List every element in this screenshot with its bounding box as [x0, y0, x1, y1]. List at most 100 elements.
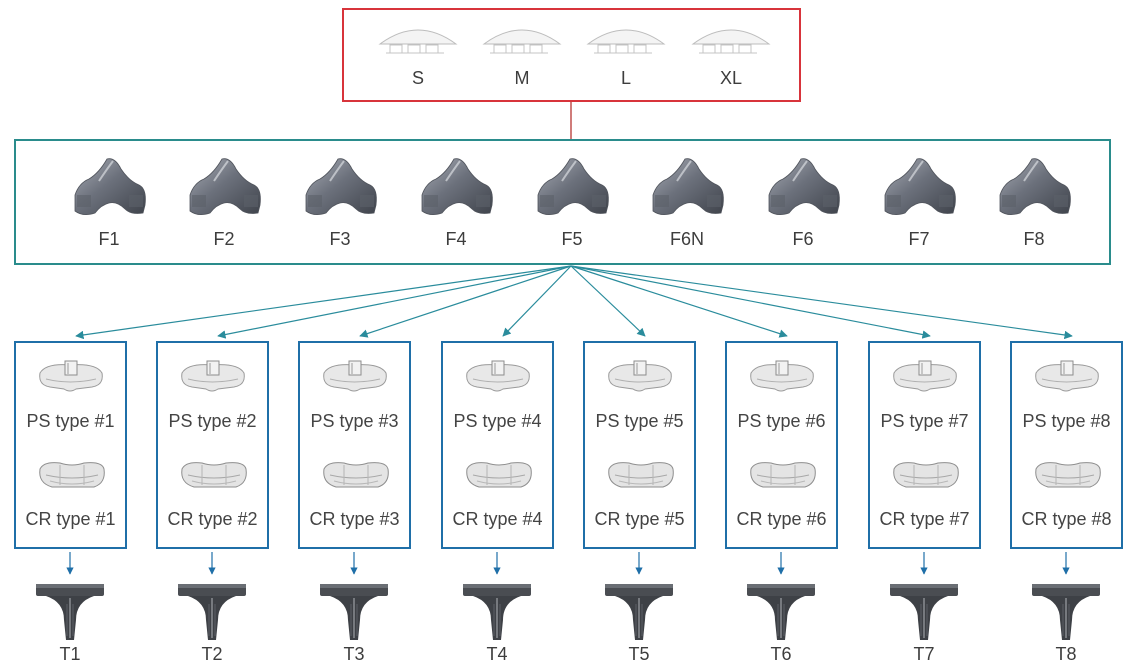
- ps-insert-icon: [1035, 360, 1099, 392]
- tibial-label: T7: [913, 644, 935, 664]
- ps-insert-icon: [466, 360, 530, 392]
- femoral-to-insert-arrow: [570, 265, 788, 338]
- femoral-component-icon: [999, 158, 1071, 215]
- femoral-component-icon: [768, 158, 840, 215]
- femoral-component-f3: F3: [300, 155, 380, 249]
- femoral-to-insert-arrow: [570, 265, 931, 339]
- insert-box-6: PS type #6 CR type #6: [725, 341, 838, 549]
- insert-to-tibial-arrows: [66, 552, 1070, 575]
- patella-size-label: S: [411, 68, 424, 88]
- patella-size-xl: XL: [689, 22, 773, 88]
- femoral-component-f1: F1: [69, 155, 149, 249]
- ps-insert-label: PS type #5: [595, 411, 684, 431]
- cr-insert-icon: [1035, 462, 1101, 488]
- femoral-component-icon: [652, 158, 724, 215]
- femoral-component-icon: [189, 158, 261, 215]
- cr-insert-icon: [39, 462, 105, 488]
- femoral-label: F7: [908, 229, 930, 249]
- tibial-component-icon: [890, 584, 958, 640]
- insert-box-7: PS type #7 CR type #7: [868, 341, 981, 549]
- patella-size-s: S: [376, 22, 460, 88]
- femoral-to-insert-arrows: [75, 265, 1073, 340]
- femoral-label: F4: [445, 229, 467, 249]
- patella-button-icon: [586, 29, 666, 54]
- tibial-component-7: T7: [888, 580, 960, 664]
- patella-size-m: M: [480, 22, 564, 88]
- cr-insert-label: CR type #7: [879, 509, 970, 529]
- tibial-label: T8: [1055, 644, 1077, 664]
- tibial-component-icon: [747, 584, 815, 640]
- cr-insert-icon: [323, 462, 389, 488]
- cr-insert-icon: [181, 462, 247, 488]
- tibial-component-3: T3: [318, 580, 390, 664]
- tibial-label: T5: [628, 644, 650, 664]
- tibial-component-icon: [605, 584, 673, 640]
- insert-box-8: PS type #8 CR type #8: [1010, 341, 1123, 549]
- tibial-component-4: T4: [461, 580, 533, 664]
- tibial-label: T6: [770, 644, 792, 664]
- cr-insert-label: CR type #5: [594, 509, 685, 529]
- insert-box-5: PS type #5 CR type #5: [583, 341, 696, 549]
- ps-insert-icon: [608, 360, 672, 392]
- tibial-component-icon: [463, 584, 531, 640]
- insert-box-2: PS type #2 CR type #2: [156, 341, 269, 549]
- ps-insert-label: PS type #3: [310, 411, 399, 431]
- femoral-label: F2: [213, 229, 235, 249]
- cr-insert-icon: [608, 462, 674, 488]
- ps-insert-icon: [323, 360, 387, 392]
- tibial-component-icon: [178, 584, 246, 640]
- ps-insert-label: PS type #1: [26, 411, 115, 431]
- femoral-label: F8: [1023, 229, 1045, 249]
- femoral-component-f2: F2: [184, 155, 264, 249]
- femoral-component-f4: F4: [416, 155, 496, 249]
- tibial-component-6: T6: [745, 580, 817, 664]
- patella-size-label: L: [620, 68, 631, 88]
- tibial-label: T3: [343, 644, 365, 664]
- insert-box-4: PS type #4 CR type #4: [441, 341, 554, 549]
- tibial-component-icon: [1032, 584, 1100, 640]
- femoral-to-insert-arrow: [217, 265, 572, 339]
- femoral-label: F6: [792, 229, 814, 249]
- cr-insert-label: CR type #4: [452, 509, 543, 529]
- tibial-label: T2: [201, 644, 223, 664]
- cr-insert-icon: [750, 462, 816, 488]
- patella-button-icon: [378, 29, 458, 54]
- tibial-component-8: T8: [1030, 580, 1102, 664]
- femoral-component-f6n: F6N: [647, 155, 727, 249]
- insert-box-3: PS type #3 CR type #3: [298, 341, 411, 549]
- femoral-component-icon: [421, 158, 493, 215]
- tibial-component-1: T1: [34, 580, 106, 664]
- ps-insert-label: PS type #8: [1022, 411, 1111, 431]
- femoral-component-f6: F6: [763, 155, 843, 249]
- cr-insert-label: CR type #3: [309, 509, 400, 529]
- cr-insert-label: CR type #2: [167, 509, 258, 529]
- cr-insert-label: CR type #6: [736, 509, 827, 529]
- patella-component-box: S M L XL: [342, 8, 801, 102]
- femoral-component-icon: [537, 158, 609, 215]
- patella-button-icon: [482, 29, 562, 54]
- insert-box-1: PS type #1 CR type #1: [14, 341, 127, 549]
- femoral-component-icon: [884, 158, 956, 215]
- tibial-component-icon: [36, 584, 104, 640]
- ps-insert-label: PS type #4: [453, 411, 542, 431]
- cr-insert-icon: [466, 462, 532, 488]
- patella-size-label: XL: [719, 68, 743, 88]
- ps-insert-label: PS type #6: [737, 411, 826, 431]
- femoral-label: F1: [98, 229, 120, 249]
- patella-size-label: M: [514, 68, 530, 88]
- femoral-label: F3: [329, 229, 351, 249]
- femoral-to-insert-arrow: [502, 265, 572, 337]
- femoral-to-insert-arrow: [570, 265, 1073, 340]
- femoral-component-f7: F7: [879, 155, 959, 249]
- femoral-label: F6N: [669, 229, 704, 249]
- ps-insert-icon: [39, 360, 103, 392]
- tibial-component-5: T5: [603, 580, 675, 664]
- ps-insert-label: PS type #2: [168, 411, 257, 431]
- femoral-component-box: F1 F2 F3: [14, 139, 1111, 265]
- femoral-component-f5: F5: [532, 155, 612, 249]
- ps-insert-icon: [181, 360, 245, 392]
- ps-insert-icon: [750, 360, 814, 392]
- femoral-component-icon: [74, 158, 146, 215]
- tibial-label: T1: [59, 644, 81, 664]
- femoral-to-insert-arrow: [359, 265, 572, 338]
